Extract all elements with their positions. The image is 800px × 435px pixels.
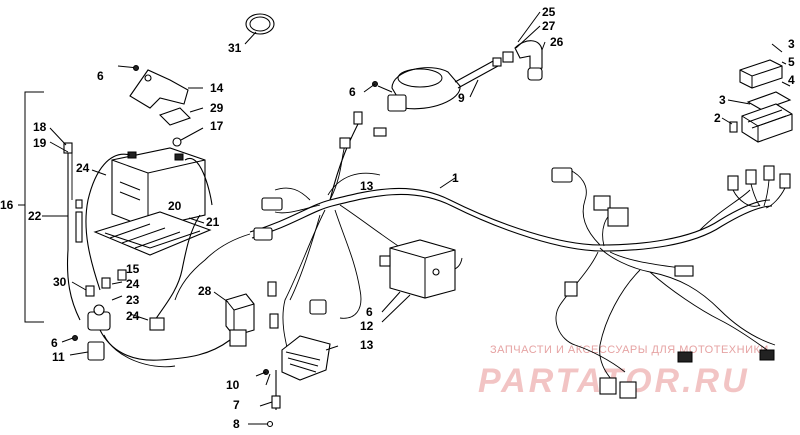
callout-6d: 6 [51, 336, 58, 350]
battery-cable [154, 214, 201, 321]
cdi-module-part [379, 239, 456, 323]
clamp-ring-part [244, 13, 275, 45]
callout-10: 10 [226, 378, 240, 392]
callout-24c: 24 [126, 309, 140, 323]
callout-11: 11 [52, 350, 65, 364]
switch-housing-part [721, 43, 793, 143]
callout-13b: 13 [360, 338, 374, 352]
callout-20: 20 [168, 199, 182, 213]
callout-6a: 6 [97, 69, 104, 83]
callout-21: 21 [206, 215, 220, 229]
ground-cable [67, 150, 81, 321]
callout-3: 3 [788, 37, 795, 51]
leader-1 [439, 177, 456, 189]
battery-cable [184, 157, 213, 206]
bracket-16 [18, 91, 44, 323]
callout-3b: 3 [719, 93, 726, 107]
battery-cable [85, 153, 131, 291]
callout-15: 15 [126, 262, 140, 276]
callout-13a: 13 [360, 179, 374, 193]
callout-31: 31 [228, 41, 242, 55]
callout-labels: 1 2 3 3 4 5 6 6 6 6 7 8 9 10 11 12 13 13… [0, 5, 795, 431]
battery-part [111, 147, 206, 229]
pad-part [158, 107, 204, 126]
callout-6c: 6 [366, 305, 373, 319]
coil-wire [329, 123, 359, 201]
callout-22: 22 [28, 209, 42, 223]
voltage-regulator-part [281, 335, 339, 381]
watermark-caption: ЗАПЧАСТИ И АКСЕССУАРЫ ДЛЯ МОТОТЕХНИКИ [490, 344, 769, 356]
right-terminal-cluster [727, 165, 791, 209]
callout-19: 19 [33, 136, 47, 150]
callout-9: 9 [458, 91, 465, 105]
callout-29: 29 [210, 101, 224, 115]
callout-4: 4 [788, 73, 795, 87]
starter-relay-part [87, 304, 165, 331]
callout-24a: 24 [76, 161, 90, 175]
callout-24b: 24 [126, 277, 140, 291]
callout-12: 12 [360, 319, 374, 333]
callout-2: 2 [714, 111, 721, 125]
callout-26: 26 [550, 35, 564, 49]
fasteners-part [248, 369, 281, 428]
terminal-boots-part [71, 269, 149, 321]
callout-27: 27 [542, 19, 556, 33]
harness-wire [99, 329, 231, 361]
callout-7: 7 [233, 398, 240, 412]
callout-16: 16 [0, 198, 14, 212]
nut-part [172, 127, 204, 147]
spark-plug-cap-part [502, 11, 546, 81]
callout-5: 5 [788, 55, 795, 69]
battery-tray-part [93, 211, 212, 256]
callout-8: 8 [233, 417, 240, 431]
callout-30: 30 [53, 275, 67, 289]
mounting-bracket-part [117, 65, 203, 109]
relay-part [213, 291, 255, 347]
callout-14: 14 [210, 81, 224, 95]
ignition-coil-part [387, 57, 502, 112]
callout-25: 25 [542, 5, 556, 19]
callout-1: 1 [452, 171, 459, 185]
fuse-holder-part [61, 335, 105, 361]
harness-connectors [253, 137, 775, 399]
callout-17: 17 [210, 119, 224, 133]
harness-wire [103, 334, 176, 368]
callout-23: 23 [126, 293, 140, 307]
callout-18: 18 [33, 120, 47, 134]
callout-6b: 6 [349, 85, 356, 99]
callout-28: 28 [198, 284, 212, 298]
